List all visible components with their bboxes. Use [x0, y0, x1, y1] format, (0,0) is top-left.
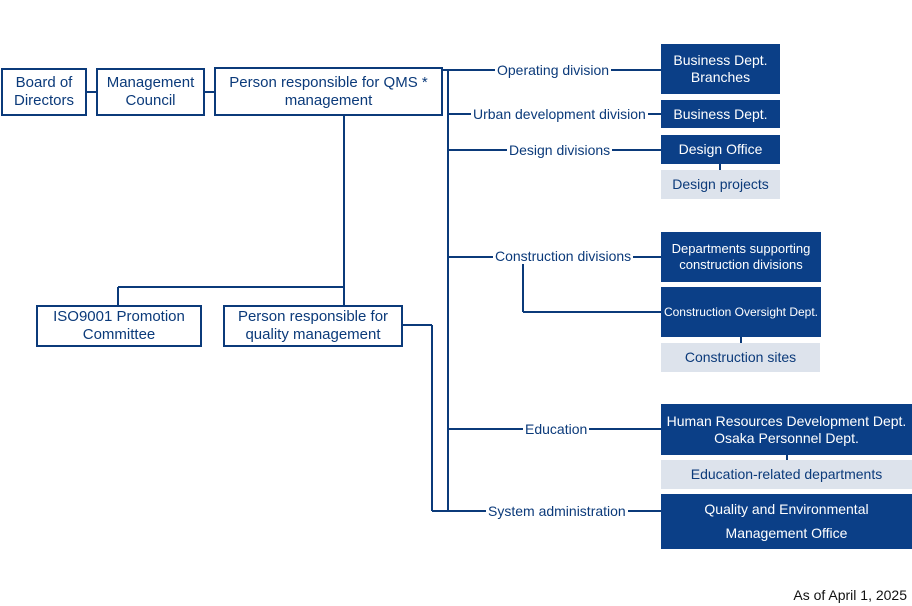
- label-system-administration: System administration: [486, 503, 628, 519]
- business-branches-line-2: Branches: [690, 69, 751, 85]
- qe-office-line-1: Quality and Environmental: [704, 500, 869, 517]
- iso-line-2: Committee: [82, 326, 156, 343]
- oversight-label: Construction Oversight Dept.: [663, 304, 819, 319]
- business-dept-label: Business Dept.: [673, 105, 768, 122]
- design-projects-label: Design projects: [672, 176, 769, 193]
- hr-line-1: Human Resources Development Dept.: [666, 412, 907, 429]
- business-dept-branches-box: Business Dept. Branches: [661, 44, 780, 94]
- quality-line-2: quality management: [245, 326, 381, 343]
- board-line-2: Directors: [13, 92, 74, 109]
- qe-office-line-2: Management Office: [725, 524, 848, 541]
- qms-line-1: Person responsible for QMS *: [229, 73, 428, 91]
- iso9001-committee-box: ISO9001 Promotion Committee: [36, 305, 202, 347]
- iso-line-1: ISO9001 Promotion: [53, 308, 185, 325]
- qms-responsible-box: Person responsible for QMS * management: [214, 67, 443, 116]
- council-line-1: Management: [106, 74, 195, 91]
- quality-responsible-box: Person responsible for quality managemen…: [223, 305, 403, 347]
- dept-support-line-1: Departments supporting: [671, 241, 811, 257]
- design-office-box: Design Office: [661, 135, 780, 164]
- hr-development-box: Human Resources Development Dept. Osaka …: [661, 404, 912, 455]
- board-of-directors-box: Board of Directors: [1, 68, 87, 116]
- dept-support-line-2: construction divisions: [679, 257, 803, 272]
- management-council-box: Management Council: [96, 68, 205, 116]
- as-of-date: As of April 1, 2025: [793, 587, 907, 603]
- label-design-divisions: Design divisions: [507, 142, 613, 158]
- quality-line-1: Person responsible for: [237, 308, 389, 325]
- quality-environmental-office-box: Quality and Environmental Management Off…: [661, 494, 912, 549]
- construction-sites-label: Construction sites: [684, 349, 797, 366]
- business-branches-line-1: Business Dept.: [673, 52, 768, 69]
- council-line-2: Council: [125, 92, 176, 109]
- hr-line-2: Osaka Personnel Dept.: [714, 429, 859, 446]
- board-line-1: Board of: [15, 74, 73, 91]
- education-departments-label: Education-related departments: [690, 466, 883, 483]
- label-operating-division: Operating division: [495, 62, 612, 78]
- education-departments-box: Education-related departments: [661, 460, 912, 489]
- label-education: Education: [523, 421, 590, 437]
- business-dept-box: Business Dept.: [661, 100, 780, 128]
- construction-sites-box: Construction sites: [661, 343, 820, 372]
- label-urban-development: Urban development division: [471, 106, 648, 122]
- qms-line-2: management: [284, 91, 373, 109]
- design-projects-box: Design projects: [661, 170, 780, 199]
- departments-supporting-box: Departments supporting construction divi…: [661, 232, 821, 282]
- design-office-label: Design Office: [678, 141, 763, 158]
- label-construction-divisions: Construction divisions: [493, 248, 634, 264]
- construction-oversight-box: Construction Oversight Dept.: [661, 287, 821, 337]
